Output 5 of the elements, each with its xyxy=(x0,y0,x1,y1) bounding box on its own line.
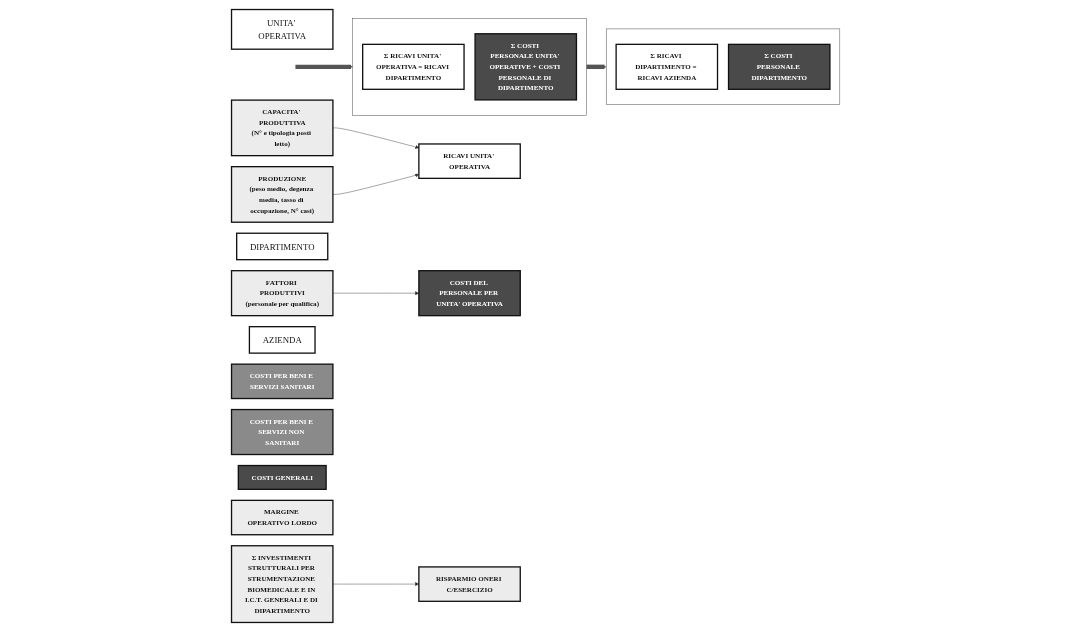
arrow xyxy=(295,64,354,70)
process-box: UNITA' OPERATIVA xyxy=(231,8,334,50)
process-box: DIPARTIMENTO xyxy=(236,232,329,261)
process-box: AZIENDA xyxy=(249,326,316,354)
arrow xyxy=(586,64,607,70)
